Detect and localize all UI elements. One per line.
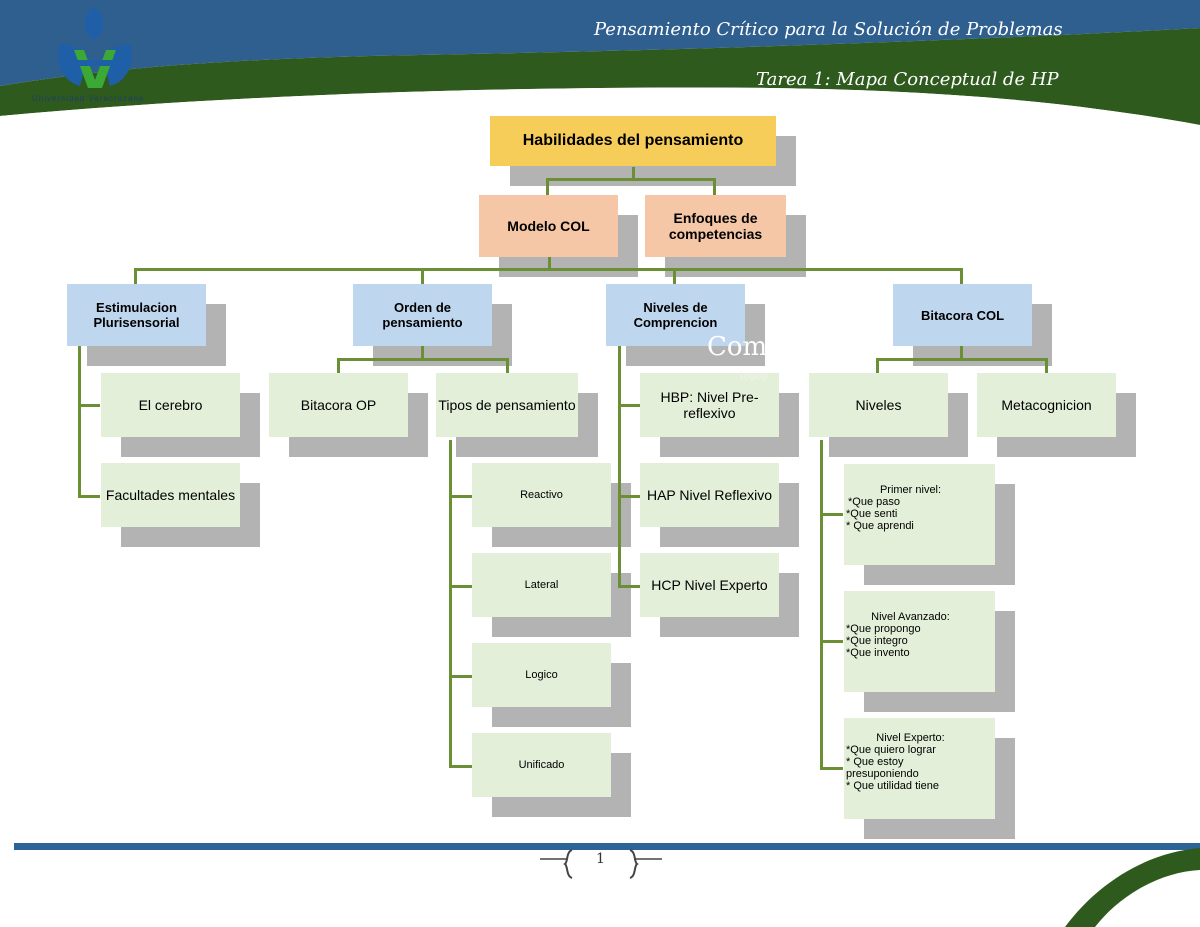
node-niveles: Niveles — [809, 373, 948, 437]
node-facultades: Facultades mentales — [101, 463, 240, 527]
level-title: Nivel Experto: — [876, 732, 945, 744]
level-item: *Que quiero lograr — [846, 744, 936, 756]
task-title: Tarea 1: Mapa Conceptual de HP — [756, 69, 1059, 90]
node-orden: Orden de pensamiento — [353, 284, 492, 346]
level-item: *Que propongo — [846, 623, 921, 635]
level-item: *Que paso — [848, 496, 900, 508]
node-primer-nivel: Primer nivel: *Que paso *Que senti * Que… — [844, 464, 995, 565]
level-item: *Que invento — [846, 647, 910, 659]
level-title: Primer nivel: — [879, 484, 942, 496]
node-logico: Logico — [472, 643, 611, 707]
node-bitacora-op: Bitacora OP — [269, 373, 408, 437]
level-item: * Que utilidad tiene — [846, 780, 939, 792]
course-title: Pensamiento Crítico para la Solución de … — [594, 19, 1063, 40]
node-nivel-avanzado: Nivel Avanzado: *Que propongo *Que integ… — [844, 591, 995, 692]
node-nivel-experto: Nivel Experto: *Que quiero lograr * Que … — [844, 718, 995, 819]
footer-swoosh — [1065, 848, 1200, 927]
node-estimulacion: Estimulacion Plurisensorial — [67, 284, 206, 346]
node-niveles-comprension: Niveles de Comprencion — [606, 284, 745, 346]
node-lateral: Lateral — [472, 553, 611, 617]
node-hcp: HCP Nivel Experto — [640, 553, 779, 617]
level-item: * Que aprendi — [846, 520, 914, 532]
node-bitacora-col: Bitacora COL — [893, 284, 1032, 346]
logo-text: Universidad Veracruzana — [32, 94, 145, 103]
node-enfoques: Enfoques de competencias — [645, 195, 786, 257]
overlay-sub: logop — [740, 371, 769, 382]
node-hbp: HBP: Nivel Pre-reflexivo — [640, 373, 779, 437]
node-unificado: Unificado — [472, 733, 611, 797]
level-item: * Que estoy presuponiendo — [846, 756, 919, 780]
footer-bar — [14, 843, 1200, 850]
node-tipos: Tipos de pensamiento — [436, 373, 578, 437]
level-title: Nivel Avanzado: — [871, 611, 950, 623]
node-el-cerebro: El cerebro — [101, 373, 240, 437]
node-reactivo: Reactivo — [472, 463, 611, 527]
university-logo — [30, 4, 160, 106]
level-item: *Que senti — [846, 508, 898, 520]
node-modelo-col: Modelo COL — [479, 195, 618, 257]
overlay-word: Com — [707, 332, 768, 362]
node-metacognicion: Metacognicion — [977, 373, 1116, 437]
header-banner — [0, 0, 1200, 130]
level-item: *Que integro — [846, 635, 908, 647]
page-number-frame — [540, 849, 662, 879]
node-root: Habilidades del pensamiento — [490, 116, 776, 166]
node-hap: HAP Nivel Reflexivo — [640, 463, 779, 527]
page-number: 1 — [596, 851, 605, 867]
